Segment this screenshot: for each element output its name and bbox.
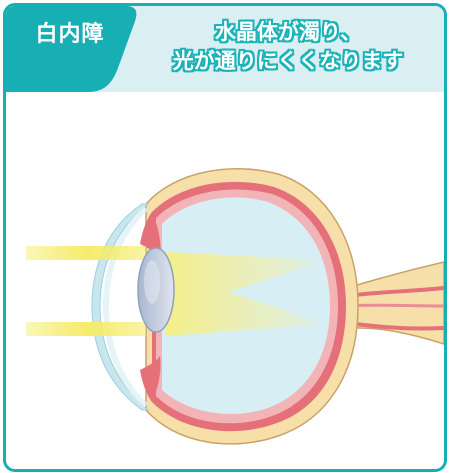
eye-diagram bbox=[6, 92, 444, 469]
topic-tag: 白内障 bbox=[6, 6, 138, 92]
topic-tag-label: 白内障 bbox=[20, 22, 120, 48]
headline-line-1: 水晶体が濁り、 bbox=[138, 18, 438, 47]
cataract-info-card: 白内障 水晶体が濁り、 光が通りにくくなります bbox=[3, 3, 447, 472]
eye-cross-section-icon bbox=[6, 92, 444, 469]
tag-shape bbox=[6, 6, 138, 92]
headline: 水晶体が濁り、 光が通りにくくなります bbox=[138, 18, 438, 76]
light-beam-upper bbox=[26, 246, 146, 260]
headline-line-2: 光が通りにくくなります bbox=[138, 47, 438, 76]
light-beam-lower bbox=[26, 322, 146, 336]
